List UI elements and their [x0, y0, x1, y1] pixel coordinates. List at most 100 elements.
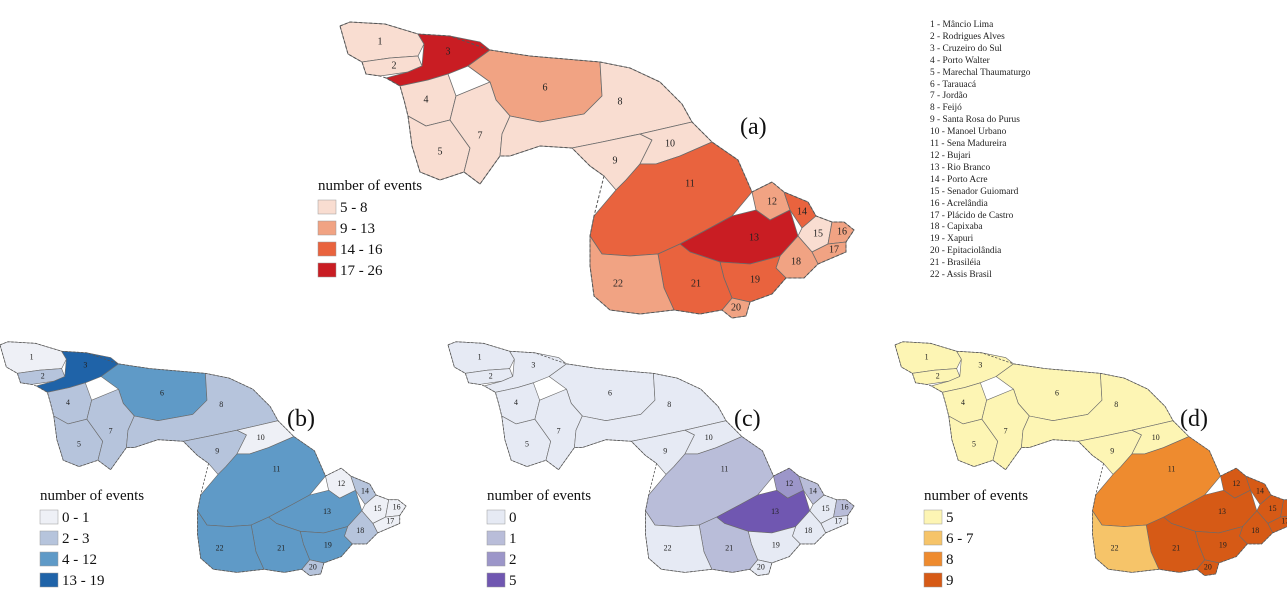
- municipality-number-6: 6: [160, 389, 164, 398]
- municipality-number-16: 16: [837, 226, 847, 237]
- municipality-name-entry: 7 - Jordão: [930, 91, 968, 102]
- legend-label: 0 - 1: [62, 510, 90, 526]
- legend: number of events 0 1 2 5: [486, 488, 591, 589]
- municipality-number-19: 19: [772, 540, 780, 549]
- legend-label: 5: [509, 573, 517, 589]
- legend-swatch: [39, 509, 59, 525]
- legend-swatch: [317, 262, 337, 278]
- municipality-number-3: 3: [531, 360, 535, 369]
- legend-label: 9 - 13: [340, 221, 375, 237]
- municipality-number-18: 18: [791, 256, 801, 267]
- municipality-number-22: 22: [664, 544, 672, 553]
- municipality-name-entry: 1 - Mâncio Lima: [930, 20, 994, 30]
- municipality-name-entry: 21 - Brasiléia: [930, 258, 981, 269]
- municipality-number-12: 12: [767, 196, 777, 207]
- municipality-number-5: 5: [77, 439, 81, 448]
- municipality-number-2: 2: [936, 371, 940, 380]
- municipality-name-entry: 22 - Assis Brasil: [930, 270, 992, 281]
- legend-swatch: [39, 551, 59, 567]
- municipality-number-2: 2: [392, 60, 397, 71]
- municipality-number-17: 17: [834, 517, 842, 526]
- municipality-name-entry: 3 - Cruzeiro do Sul: [930, 43, 1002, 54]
- state-outline: [447, 341, 855, 576]
- municipality-number-7: 7: [478, 130, 483, 141]
- legend-title: number of events: [318, 178, 422, 194]
- state-outline: [339, 21, 855, 319]
- municipality-number-2: 2: [41, 371, 45, 380]
- municipality-number-12: 12: [785, 479, 793, 488]
- legend-swatch: [923, 509, 943, 525]
- legend-label: 2 - 3: [62, 531, 90, 547]
- municipality-name-entry: 5 - Marechal Thaumaturgo: [930, 67, 1031, 78]
- municipality-number-19: 19: [750, 274, 760, 285]
- municipality-number-16: 16: [841, 502, 849, 511]
- municipality-number-6: 6: [608, 389, 612, 398]
- municipality-number-11: 11: [685, 178, 695, 189]
- panel-letter: (b): [287, 406, 315, 432]
- municipality-number-18: 18: [356, 526, 364, 535]
- legend-title: number of events: [487, 488, 591, 504]
- municipality-number-22: 22: [613, 278, 623, 289]
- municipality-name-entry: 19 - Xapuri: [930, 234, 974, 245]
- municipality-number-5: 5: [525, 439, 529, 448]
- municipality-number-11: 11: [273, 465, 281, 474]
- municipality-number-21: 21: [277, 544, 285, 553]
- legend-label: 1: [509, 531, 517, 547]
- legend-swatch: [923, 530, 943, 546]
- municipality-name-entry: 2 - Rodrigues Alves: [930, 31, 1005, 42]
- state-outline: [0, 341, 407, 576]
- municipality-name-entry: 11 - Sena Madureira: [930, 139, 1007, 150]
- municipality-number-4: 4: [514, 398, 518, 407]
- municipality-number-4: 4: [961, 398, 965, 407]
- municipality-name-entry: 14 - Porto Acre: [930, 174, 988, 185]
- municipality-number-20: 20: [1204, 562, 1212, 571]
- legend-swatch: [39, 530, 59, 546]
- panel-letter: (c): [734, 406, 761, 432]
- municipality-number-4: 4: [66, 398, 70, 407]
- municipality-number-4: 4: [424, 94, 429, 105]
- municipality-number-6: 6: [543, 82, 548, 93]
- municipality-number-16: 16: [393, 502, 401, 511]
- municipality-name-entry: 6 - Tarauacá: [930, 79, 977, 90]
- municipality-number-15: 15: [1269, 504, 1277, 513]
- legend-title: number of events: [924, 488, 1028, 504]
- municipality-number-1: 1: [478, 352, 482, 361]
- municipality-number-3: 3: [446, 46, 451, 57]
- municipality-number-10: 10: [257, 433, 265, 442]
- municipality-number-17: 17: [386, 517, 394, 526]
- municipality-name-entry: 20 - Epitaciolândia: [930, 246, 1002, 257]
- municipality-number-14: 14: [361, 487, 369, 496]
- municipality-number-9: 9: [613, 155, 618, 166]
- legend-label: 14 - 16: [340, 242, 383, 258]
- panel-letter: (d): [1180, 406, 1208, 432]
- municipality-number-22: 22: [1111, 544, 1119, 553]
- municipality-number-18: 18: [804, 526, 812, 535]
- legend-label: 13 - 19: [62, 573, 105, 589]
- panel-letter: (a): [740, 114, 767, 140]
- municipality-number-19: 19: [324, 540, 332, 549]
- municipality-number-9: 9: [663, 446, 667, 455]
- legend-label: 0: [509, 510, 517, 526]
- municipality-number-11: 11: [721, 465, 729, 474]
- municipality-name-entry: 15 - Senador Guiomard: [930, 186, 1019, 197]
- legend-label: 2: [509, 552, 517, 568]
- legend-swatch: [486, 551, 506, 567]
- municipality-number-15: 15: [374, 504, 382, 513]
- municipality-number-10: 10: [665, 138, 675, 149]
- legend-label: 5 - 8: [340, 200, 368, 216]
- municipality-number-17: 17: [1281, 517, 1287, 526]
- legend-swatch: [317, 199, 337, 215]
- municipality-number-9: 9: [1110, 446, 1114, 455]
- municipality-number-3: 3: [83, 360, 87, 369]
- municipality-number-8: 8: [667, 400, 671, 409]
- legend-swatch: [486, 572, 506, 588]
- municipality-number-7: 7: [109, 427, 113, 436]
- municipality-number-19: 19: [1219, 540, 1227, 549]
